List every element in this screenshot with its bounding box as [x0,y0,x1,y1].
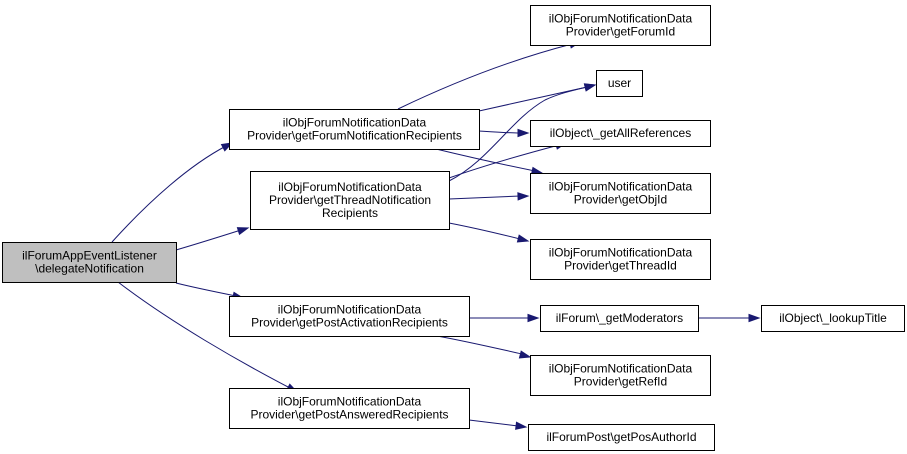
edge-root-to-threadNR [175,227,250,251]
node-label-line: ilForumPost\getPosAuthorId [546,430,696,444]
node-root[interactable]: ilForumAppEventListener\delegateNotifica… [2,242,177,283]
node-label-line: \delegateNotification [35,262,144,276]
edge-forumNR-to-getObjId [435,148,544,175]
node-getMods[interactable]: ilForum\_getModerators [540,305,699,332]
node-getForumId[interactable]: ilObjForumNotificationDataProvider\getFo… [530,5,711,46]
node-threadNR[interactable]: ilObjForumNotificationDataProvider\getTh… [250,171,450,230]
edge-threadNR-to-user [448,83,597,182]
node-label-line: ilObjForumNotificationData [283,116,427,130]
edge-threadNR-to-getObjId [448,192,530,201]
node-forumNR[interactable]: ilObjForumNotificationDataProvider\getFo… [229,109,480,150]
node-postAns[interactable]: ilObjForumNotificationDataProvider\getPo… [229,388,470,429]
edge-forumNR-to-user [478,83,597,112]
node-label-line: Provider\getForumNotificationRecipients [247,129,462,143]
edge-forumNR-to-getForumId [397,40,582,110]
edge-postAns-to-getPosAuth [468,419,528,430]
edge-postAct-to-getRefId [436,335,532,359]
node-label-line: ilObjForumNotificationData [278,395,422,409]
node-label-line: ilForumAppEventListener [22,249,157,263]
edge-postAct-to-getMods [469,313,540,323]
node-label-line: ilForum\_getModerators [556,311,683,325]
node-label-line: Recipients [322,206,378,220]
node-label-line: Provider\getThreadId [564,259,677,273]
node-label-line: Provider\getObjId [574,193,667,207]
node-label-line: ilObjForumNotificationData [549,246,693,260]
node-label-line: Provider\getThreadNotification [269,193,431,207]
node-label-line: ilObjForumNotificationData [549,180,693,194]
node-label-line: Provider\getPostAnsweredRecipients [250,408,448,422]
node-label-line: Provider\getRefId [574,375,667,389]
node-label-line: ilObject\_lookupTitle [779,311,887,325]
node-getObjId[interactable]: ilObjForumNotificationDataProvider\getOb… [530,173,711,214]
node-label-line: user [608,76,631,90]
node-getRefId[interactable]: ilObjForumNotificationDataProvider\getRe… [530,355,711,396]
node-label-line: Provider\getForumId [566,25,675,39]
edge-threadNR-to-getThreadId [448,222,530,243]
edge-getMods-to-lookupTitle [698,313,761,323]
node-getThreadId[interactable]: ilObjForumNotificationDataProvider\getTh… [530,239,711,280]
node-lookupTitle[interactable]: ilObject\_lookupTitle [761,305,905,332]
node-label-line: ilObjForumNotificationData [549,12,693,26]
node-label-line: Provider\getPostActivationRecipients [251,316,448,330]
node-label-line: ilObjForumNotificationData [549,362,693,376]
edge-forumNR-to-getAllRefs [478,128,530,138]
edge-root-to-forumNR [111,142,234,243]
node-user[interactable]: user [596,70,643,97]
function-nodes: ilForumAppEventListener\delegateNotifica… [2,5,905,451]
node-label-line: ilObjForumNotificationData [278,303,422,317]
node-getAllRefs[interactable]: ilObject\_getAllReferences [530,120,711,147]
node-postAct[interactable]: ilObjForumNotificationDataProvider\getPo… [229,296,470,337]
node-getPosAuth[interactable]: ilForumPost\getPosAuthorId [528,424,715,451]
node-label-line: ilObject\_getAllReferences [550,126,691,140]
node-label-line: ilObjForumNotificationData [278,180,422,194]
